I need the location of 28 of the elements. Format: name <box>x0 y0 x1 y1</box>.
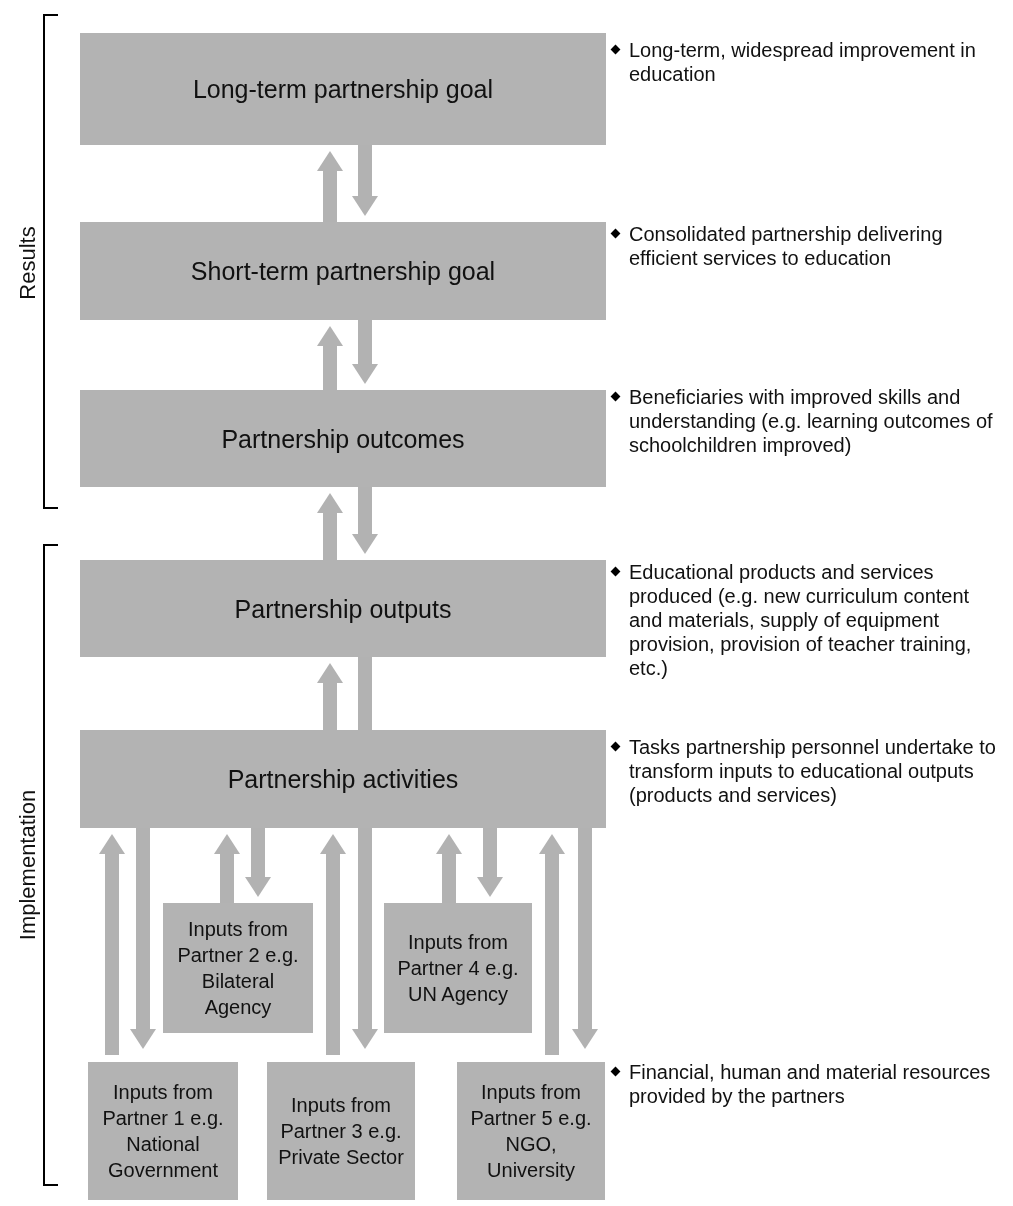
process-box <box>80 560 606 657</box>
process-box <box>267 1062 415 1200</box>
process-box <box>80 222 606 320</box>
bracket-label: Results <box>15 225 41 302</box>
process-box <box>384 903 532 1033</box>
note-text: Tasks partnership personnel undertake to transform inputs to educational outputs (products and services) <box>629 735 997 807</box>
box-label: Long-term partnership goal <box>192 74 494 104</box>
process-box <box>457 1062 605 1200</box>
note-text: Long-term, widespread improvement in education <box>629 38 977 86</box>
box-label: Inputs from Partner 5 e.g. NGO, University <box>469 1080 593 1183</box>
box-label: Inputs from Partner 3 e.g. Private Sector <box>277 1093 405 1170</box>
process-box <box>80 390 606 487</box>
note-text: Beneficiaries with improved skills and understanding (e.g. learning outcomes of schoolchildren improved) <box>629 385 994 457</box>
bracket-label: Implementation <box>15 788 41 943</box>
box-label: Partnership outcomes <box>221 423 465 454</box>
box-label: Partnership activities <box>227 764 459 794</box>
process-box <box>80 730 606 828</box>
box-label: Inputs from Partner 1 e.g. National Government <box>101 1080 225 1183</box>
box-label: Inputs from Partner 4 e.g. UN Agency <box>396 930 520 1007</box>
process-box <box>88 1062 238 1200</box>
process-box <box>163 903 313 1033</box>
note-text: Financial, human and material resources provided by the partners <box>629 1060 992 1108</box>
note-text: Consolidated partnership delivering efficient services to education <box>629 222 944 270</box>
process-box <box>80 33 606 145</box>
box-label: Short-term partnership goal <box>190 256 496 286</box>
note-text: Educational products and services produced (e.g. new curriculum content and materials, supply of equipment provision, provision of teacher training, etc.) <box>629 560 973 680</box>
box-label: Partnership outputs <box>234 593 452 624</box>
box-label: Inputs from Partner 2 e.g. Bilateral Agency <box>176 917 300 1020</box>
